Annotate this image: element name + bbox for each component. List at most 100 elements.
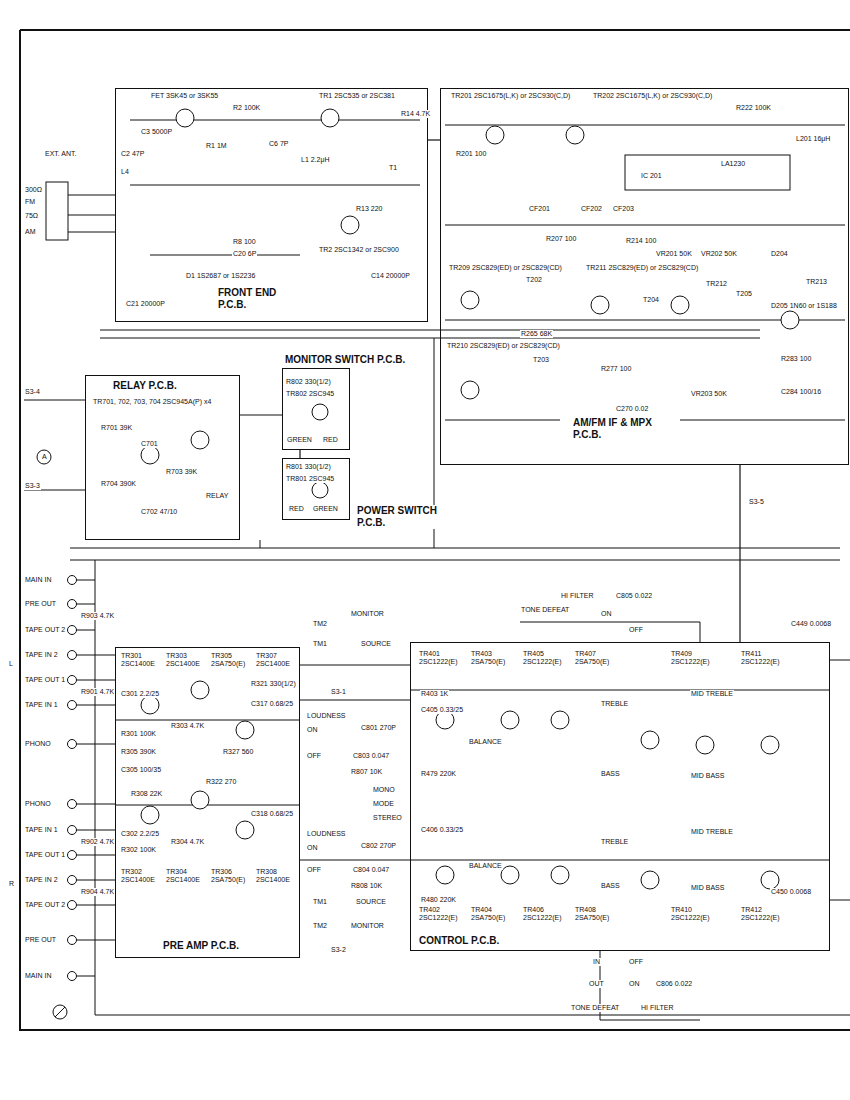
component-label: C20 6P xyxy=(232,250,257,258)
component-label: TM1 xyxy=(312,640,328,648)
component-label: R13 220 xyxy=(355,205,383,213)
jack-symbol xyxy=(68,600,77,609)
component-label: ON xyxy=(628,980,641,988)
transistor-symbol xyxy=(761,736,779,754)
component-label: C21 20000P xyxy=(125,300,166,308)
component-label: TR212 xyxy=(705,280,728,288)
transistor-symbol xyxy=(461,291,479,309)
transistor-symbol xyxy=(191,681,209,699)
component-label: TR305 2SA750(E) xyxy=(210,652,252,668)
transistor-symbol xyxy=(641,731,659,749)
component-label: R904 4.7K xyxy=(80,888,115,896)
component-label: TAPE IN 1 xyxy=(24,701,59,709)
transistor-symbol xyxy=(321,109,339,127)
component-label: C318 0.68/25 xyxy=(250,810,294,818)
component-label: TR1 2SC535 or 2SC381 xyxy=(318,92,396,100)
component-label: TR408 2SA750(E) xyxy=(574,906,624,922)
component-label: MONO xyxy=(372,786,396,794)
transistor-symbol xyxy=(671,296,689,314)
component-label: TAPE OUT 2 xyxy=(24,901,66,909)
wire xyxy=(520,622,700,1020)
board-title: CONTROL P.C.B. xyxy=(417,935,501,947)
component-label: R277 100 xyxy=(600,365,632,373)
component-label: MID TREBLE xyxy=(690,690,734,698)
component-label: LA1230 xyxy=(720,160,746,168)
transistor-symbol xyxy=(236,721,254,739)
component-label: TAPE IN 1 xyxy=(24,826,59,834)
transistor-symbol xyxy=(191,791,209,809)
transistor-symbol xyxy=(761,871,779,889)
transistor-symbol xyxy=(341,216,359,234)
component-label: TR412 2SC1222(E) xyxy=(740,906,790,922)
component-label: R201 100 xyxy=(455,150,487,158)
jack-symbol xyxy=(68,972,77,981)
transistor-symbol xyxy=(486,126,504,144)
component-label: R xyxy=(8,880,15,888)
component-label: TR301 2SC1400E xyxy=(120,652,162,668)
component-label: R703 39K xyxy=(165,468,198,476)
component-label: S3-1 xyxy=(330,688,347,696)
component-label: TR802 2SC945 xyxy=(285,390,335,398)
component-label: TR302 2SC1400E xyxy=(120,868,162,884)
component-label: OFF xyxy=(306,866,322,874)
transistor-symbol xyxy=(696,736,714,754)
component-label: R902 4.7K xyxy=(80,838,115,846)
board-wire xyxy=(240,414,282,415)
component-label: TREBLE xyxy=(600,838,629,846)
component-label: C803 0.047 xyxy=(352,752,390,760)
component-label: FET 3SK45 or 3SK55 xyxy=(150,92,219,100)
component-label: C405 0.33/25 xyxy=(420,706,464,714)
transistor-symbol xyxy=(312,404,328,420)
wire xyxy=(20,30,850,1030)
component-label: R322 270 xyxy=(205,778,237,786)
wire xyxy=(115,720,300,805)
wire xyxy=(445,125,845,420)
transistor-symbol xyxy=(141,446,159,464)
component-label: C305 100/35 xyxy=(120,766,162,774)
component-label: R807 10K xyxy=(350,768,383,776)
transistor-symbol xyxy=(436,866,454,884)
jack-symbol xyxy=(68,826,77,835)
component-label: R327 560 xyxy=(222,748,254,756)
transistor-symbol xyxy=(176,109,194,127)
component-label: SOURCE xyxy=(355,898,387,906)
component-label: R214 100 xyxy=(625,237,657,245)
component-label: R321 330(1/2) xyxy=(250,680,297,688)
component-label: MID TREBLE xyxy=(690,828,734,836)
component-label: TAPE IN 2 xyxy=(24,876,59,884)
component-label: C450 0.0068 xyxy=(770,888,812,896)
component-label: CF202 xyxy=(580,205,603,213)
component-label: TM1 xyxy=(312,898,328,906)
transistor-symbol xyxy=(551,866,569,884)
jack-symbol xyxy=(68,676,77,685)
component-label: R701 39K xyxy=(100,424,133,432)
component-label: TAPE IN 2 xyxy=(24,651,59,659)
transistor-symbol xyxy=(781,311,799,329)
wire xyxy=(20,30,850,1030)
component-label: R903 4.7K xyxy=(80,612,115,620)
component-label: CF203 xyxy=(612,205,635,213)
component-label: RED xyxy=(322,436,339,444)
component-label: CF201 xyxy=(528,205,551,213)
component-label: MONITOR xyxy=(350,922,385,930)
component-label: C2 47P xyxy=(120,150,145,158)
circuit-board: CONTROL P.C.B. xyxy=(410,642,830,951)
component-label: TR407 2SA750(E) xyxy=(574,650,624,666)
component-label: R808 10K xyxy=(350,882,383,890)
component-label: GREEN xyxy=(312,505,339,513)
component-label: TR410 2SC1222(E) xyxy=(670,906,720,922)
ground-symbol xyxy=(53,1005,67,1019)
component-label: TR307 2SC1400E xyxy=(255,652,297,668)
transistor-symbol xyxy=(641,871,659,889)
component-label: AM xyxy=(24,228,37,236)
component-label: C702 47/10 xyxy=(140,508,178,516)
component-label: C802 270P xyxy=(360,842,397,850)
component-label: C14 20000P xyxy=(370,272,411,280)
component-label: L4 xyxy=(120,168,130,176)
jack-symbol xyxy=(68,576,77,585)
component-label: BASS xyxy=(600,770,621,778)
component-label: C806 0.022 xyxy=(655,980,693,988)
component-label: VR202 50K xyxy=(700,250,738,258)
component-label: R301 100K xyxy=(120,730,157,738)
board-title: PRE AMP P.C.B. xyxy=(161,940,241,952)
